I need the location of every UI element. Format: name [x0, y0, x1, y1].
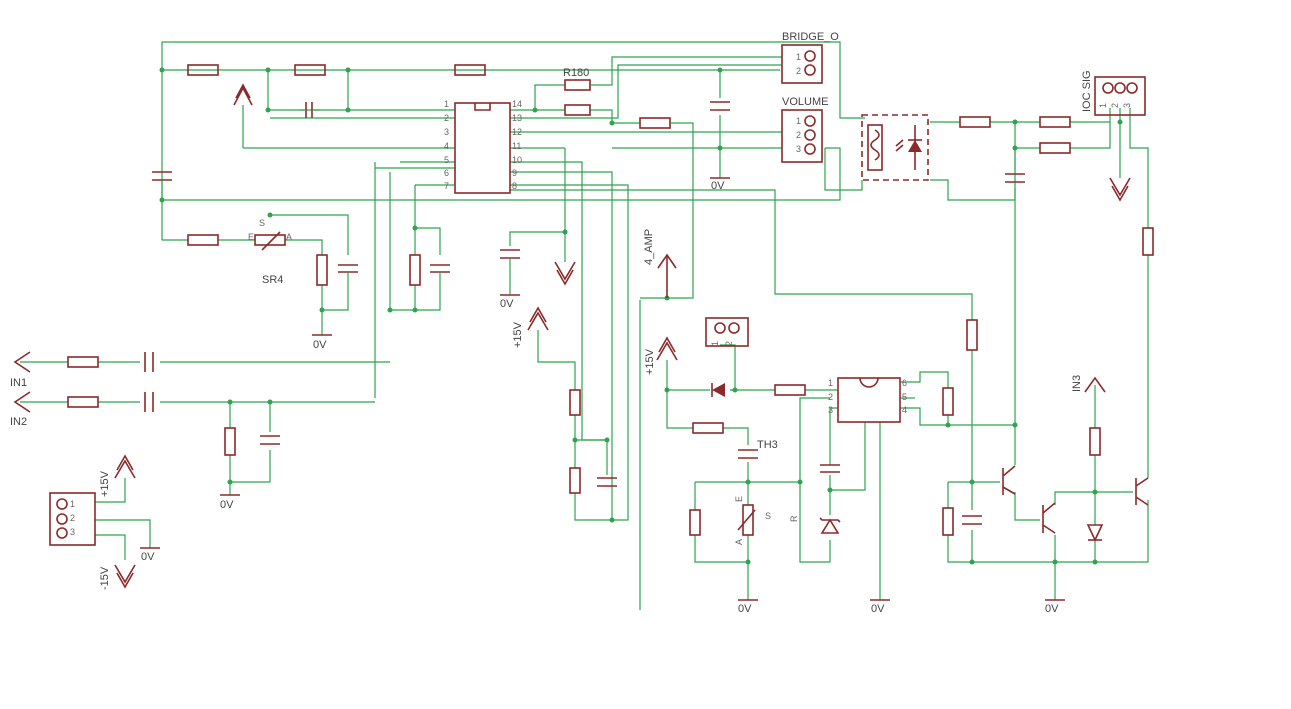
gnd-label-opto: 0V — [871, 603, 885, 615]
volume-pin-1: 1 — [796, 116, 801, 126]
opto-pin-1: 1 — [828, 378, 833, 388]
p15-label-lower: +15V — [644, 348, 656, 375]
gnd-label-volume: 0V — [711, 180, 725, 192]
in2-label: IN2 — [10, 416, 27, 428]
gnd-label-th3: 0V — [738, 603, 752, 615]
ic-pin-11: 11 — [512, 141, 521, 151]
ic-pin-13: 13 — [512, 113, 522, 123]
ic-pin-12: 12 — [512, 127, 522, 137]
gnd-label-sr4: 0V — [313, 339, 327, 351]
opto-relay — [861, 114, 929, 181]
bridge-o-label: BRIDGE_O — [782, 31, 839, 43]
optocoupler-6pin: 1 2 3 6 5 4 — [828, 377, 907, 423]
ic-14pin: 1 2 3 4 5 6 7 14 13 12 11 10 9 8 — [444, 99, 522, 194]
connector-two-pin: 1 2 — [705, 317, 749, 347]
sr4-pin-e: E — [248, 232, 254, 242]
sr4-pin-a: A — [286, 232, 292, 242]
th3-pin-a: A — [734, 539, 744, 545]
junction-dots — [159, 67, 1123, 565]
ioc-pin-2: 2 — [1110, 103, 1120, 108]
ic-pin-8: 8 — [512, 181, 517, 191]
net-labels: R180 0V 0V 0V 0V 0V 0V 0V 0V +15V +15V +… — [99, 67, 1083, 615]
ioc-pin-3: 3 — [1122, 103, 1132, 108]
thermistor-th3: E A S R TH3 — [734, 439, 799, 545]
diodes-transistors — [711, 383, 1149, 542]
connector-volume: 1 2 3 VOLUME — [781, 96, 828, 163]
two-pin-1: 1 — [710, 341, 720, 346]
r180-label: R180 — [563, 67, 589, 79]
connector-bridge-o: 1 2 BRIDGE_O — [781, 31, 839, 84]
opto-pin-4: 4 — [902, 405, 907, 415]
potentiometer-sr4: E A S SR4 — [248, 218, 292, 286]
amp4-label: 4_AMP — [643, 229, 655, 265]
resistors — [67, 64, 1154, 536]
sr4-label: SR4 — [262, 274, 283, 286]
power-pin-2: 2 — [70, 513, 75, 523]
opto-pin-6: 6 — [902, 378, 907, 388]
gnd-label-power: 0V — [141, 551, 155, 563]
ioc-sig-label: IOC SIG — [1081, 70, 1093, 112]
ic-pin-6: 6 — [444, 168, 449, 178]
in1-label: IN1 — [10, 377, 27, 389]
connector-ioc-sig: 1 2 3 IOC SIG — [1081, 70, 1146, 116]
in3-label: IN3 — [1071, 375, 1083, 392]
ic-pin-1: 1 — [444, 99, 449, 109]
th3-pin-e: E — [734, 496, 744, 502]
ic-pin-2: 2 — [444, 113, 449, 123]
ic-pin-3: 3 — [444, 127, 449, 137]
gnd-label-in2: 0V — [220, 499, 234, 511]
bridge-pin-2: 2 — [796, 66, 801, 76]
th3-pin-s: S — [765, 511, 771, 521]
ic-pin-14: 14 — [512, 99, 522, 109]
supply-arrows: IN1 IN2 — [10, 83, 1131, 589]
ioc-pin-1: 1 — [1098, 103, 1108, 108]
m15-label-left: -15V — [99, 566, 111, 590]
th3-label: TH3 — [757, 439, 778, 451]
ground-symbols — [140, 177, 1065, 601]
opto-pin-2: 2 — [828, 392, 833, 402]
bridge-pin-1: 1 — [796, 52, 801, 62]
sr4-pin-s: S — [259, 218, 265, 228]
volume-pin-2: 2 — [796, 130, 801, 140]
ic-pin-9: 9 — [512, 168, 517, 178]
volume-pin-3: 3 — [796, 144, 801, 154]
ic-pin-5: 5 — [444, 155, 449, 165]
p15-label-mid: +15V — [512, 321, 524, 348]
ic-pin-4: 4 — [444, 141, 449, 151]
gnd-label-transistors: 0V — [1045, 603, 1059, 615]
th3-pin-r: R — [789, 515, 799, 522]
p15-label-left: +15V — [99, 470, 111, 497]
opto-pin-3: 3 — [828, 405, 833, 415]
connector-power-left: 1 2 3 — [49, 492, 96, 546]
power-pin-3: 3 — [70, 527, 75, 537]
ic-pin-10: 10 — [512, 155, 522, 165]
opto-pin-5: 5 — [902, 392, 907, 402]
ic-pin-7: 7 — [444, 181, 449, 191]
power-pin-1: 1 — [70, 499, 75, 509]
two-pin-2: 2 — [724, 341, 734, 346]
volume-label: VOLUME — [782, 96, 828, 108]
capacitors — [144, 101, 1025, 525]
gnd-label-ic: 0V — [500, 298, 514, 310]
